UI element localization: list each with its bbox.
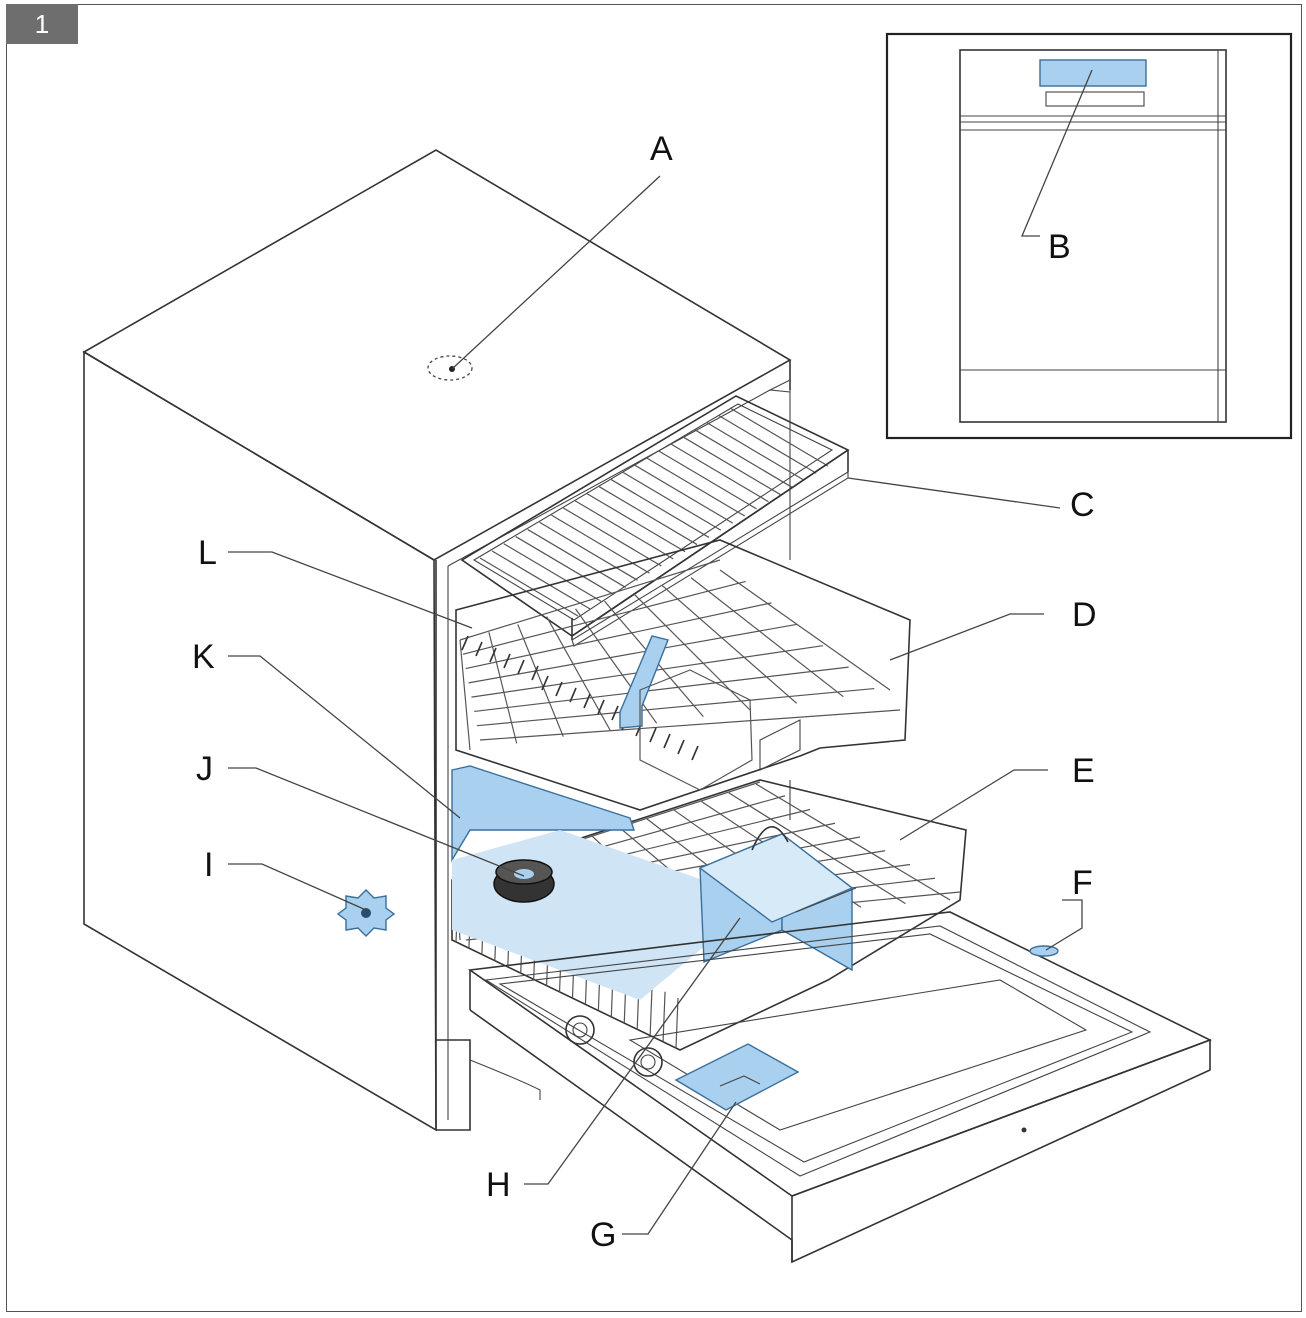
- callout-c: C: [1070, 486, 1095, 524]
- leveling-foot-knob: [336, 889, 396, 937]
- callout-f: F: [1072, 864, 1093, 902]
- callout-j: J: [196, 750, 213, 788]
- control-panel-inset: [885, 32, 1293, 440]
- cutlery-basket: [698, 826, 857, 972]
- callout-h: H: [486, 1166, 511, 1204]
- figure-frame: [6, 4, 1302, 1312]
- cabinet: [82, 149, 792, 1132]
- callout-a-target: [427, 355, 473, 381]
- upper-spray-arm: [619, 635, 669, 729]
- callout-a: A: [650, 130, 673, 168]
- leader-lines: [228, 69, 1093, 1235]
- salt-container-cap: [493, 859, 555, 903]
- tub: [447, 379, 791, 820]
- figure-number: 1: [6, 4, 78, 44]
- callout-e: E: [1072, 752, 1095, 790]
- callout-k: K: [192, 638, 215, 676]
- callout-i: I: [204, 846, 213, 884]
- display-panel: [1039, 59, 1147, 87]
- door: [467, 911, 1213, 1264]
- callout-d: D: [1072, 596, 1097, 634]
- lower-basket: [451, 765, 967, 1051]
- callout-l: L: [198, 534, 217, 572]
- callout-labels: A B C D E F G H I J K L: [192, 130, 1097, 1254]
- callout-b: B: [1048, 228, 1071, 266]
- callout-g: G: [590, 1216, 616, 1254]
- detergent-dispenser: [674, 1043, 800, 1111]
- upper-basket: [455, 539, 911, 811]
- rinse-aid-indicator: [1029, 945, 1059, 957]
